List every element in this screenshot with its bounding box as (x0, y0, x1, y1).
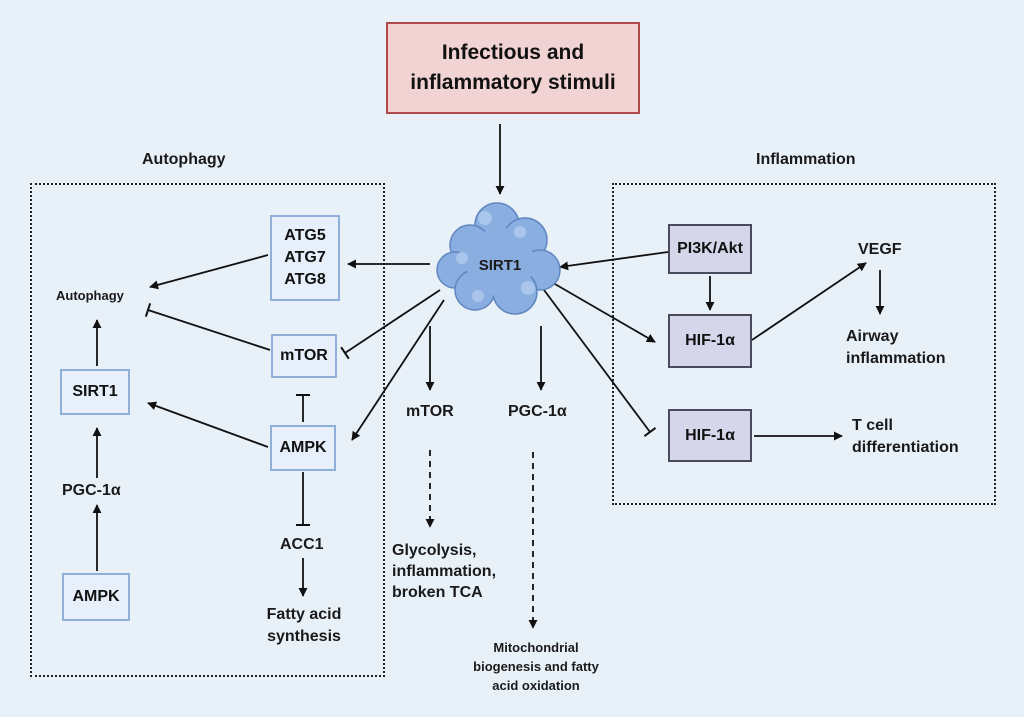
pi3k-box: PI3K/Akt (668, 224, 752, 274)
airway-line-1: Airway (846, 328, 899, 345)
stimulus-box: Infectious and inflammatory stimuli (386, 22, 640, 114)
fatty-line-1: Fatty acid (266, 606, 342, 623)
atg7-label: ATG7 (284, 249, 326, 266)
ampk-right-label: AMPK (279, 439, 327, 456)
mito-line-2: biogenesis and fatty (473, 659, 599, 674)
mtor-box: mTOR (271, 334, 337, 378)
inflammation-panel (612, 183, 996, 505)
fatty-acid-label: Fatty acid synthesis (245, 604, 363, 648)
airway-label: Airway inflammation (846, 326, 946, 370)
acc1-label: ACC1 (280, 536, 324, 553)
hif-bottom-box: HIF-1α (668, 409, 752, 462)
vegf-label: VEGF (858, 241, 902, 258)
arrow-atg-to-autophagy (149, 254, 269, 290)
arrow-hif-to-vegf (751, 262, 867, 341)
inflammation-title: Inflammation (756, 151, 856, 168)
tcell-line-2: differentiation (852, 439, 959, 456)
arrow-pi3k-to-sirt1 (559, 251, 669, 271)
fatty-line-2: synthesis (267, 628, 341, 645)
airway-line-2: inflammation (846, 350, 946, 367)
hif-bottom-label: HIF-1α (685, 426, 735, 444)
stimulus-line-2: inflammatory stimuli (410, 71, 616, 94)
stimulus-line-1: Infectious and (441, 41, 585, 64)
atg5-label: ATG5 (284, 227, 326, 244)
autophagy-label: Autophagy (56, 288, 124, 303)
arrow-sirt1-to-ampk (351, 299, 445, 441)
inhibit-mtor-autophagy (144, 303, 271, 351)
autophagy-panel (30, 183, 385, 677)
glycolysis-line-2: inflammation, (392, 563, 497, 580)
ampk-left-label: AMPK (72, 588, 120, 605)
inhibit-sirt1-hif-bottom (543, 289, 657, 437)
arrow-ampk-to-sirt1 (147, 401, 269, 448)
mito-line-3: acid oxidation (492, 678, 580, 693)
hif-top-label: HIF-1α (685, 332, 735, 349)
tcell-line-1: T cell (852, 417, 893, 434)
tcell-label: T cell differentiation (852, 415, 959, 459)
atg-box: ATG5 ATG7 ATG8 (270, 215, 340, 301)
mtor-middle-label: mTOR (406, 403, 454, 420)
pgc-middle-label: PGC-1α (508, 403, 567, 420)
sirt1-left-label: SIRT1 (72, 383, 118, 400)
autophagy-title: Autophagy (142, 151, 226, 168)
inhibit-sirt1-mtor (340, 289, 441, 360)
glycolysis-line-1: Glycolysis, (392, 542, 477, 559)
arrow-sirt1-to-hif (547, 279, 656, 343)
sirt1-left-box: SIRT1 (60, 369, 130, 415)
mito-line-1: Mitochondrial (493, 640, 579, 655)
pgc-left-label: PGC-1α (62, 482, 121, 499)
ampk-right-box: AMPK (270, 425, 336, 471)
atg8-label: ATG8 (284, 271, 326, 288)
glycolysis-line-3: broken TCA (392, 584, 483, 601)
mito-label: Mitochondrial biogenesis and fatty acid … (456, 638, 616, 695)
center-sirt1-label: SIRT1 (478, 257, 522, 274)
ampk-left-box: AMPK (62, 573, 130, 621)
pi3k-label: PI3K/Akt (677, 240, 743, 257)
glycolysis-label: Glycolysis, inflammation, broken TCA (392, 540, 496, 603)
mtor-box-label: mTOR (280, 347, 328, 364)
hif-top-box: HIF-1α (668, 314, 752, 368)
